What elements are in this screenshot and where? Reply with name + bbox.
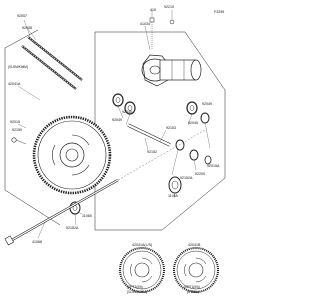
note-option-1-line2: (XLSM/KIMM) [127, 290, 148, 294]
leader-lines [17, 10, 211, 239]
rear-axle [4, 178, 119, 246]
sprocket-bolt [11, 137, 27, 145]
label-collar-left: 11065 [82, 214, 92, 218]
hub-frame [94, 31, 226, 231]
spacer-tube [127, 123, 171, 147]
note-top-left: (XLSM/KIMM) [8, 65, 29, 69]
label-left-bolt: 92015 [10, 120, 20, 124]
rear-hub [141, 54, 202, 87]
note-option-1-line1: (OPT1(IN)) [127, 285, 143, 289]
option-sprocket-aluminium [119, 247, 165, 293]
leader-frame-left [4, 29, 39, 62]
axle-centerline [117, 129, 206, 181]
rear-sprocket [32, 115, 112, 195]
seal-bearing-right [175, 101, 212, 165]
label-nut-b: 92015A [207, 164, 220, 168]
exploded-view-drawing [4, 10, 226, 293]
label-collar-b: 92152A [180, 176, 193, 180]
label-bearing-a: 92045 [122, 110, 132, 114]
label-chain-bolt: 410 [150, 8, 156, 12]
label-chain-joint: 92058 [22, 26, 32, 30]
label-collar-right: 11065 [168, 194, 178, 198]
label-left-part: 42041A [8, 82, 21, 86]
note-option-2-line2: (STEEL) [187, 290, 200, 294]
drive-chain [21, 36, 83, 90]
option-sprocket-steel [173, 247, 219, 293]
label-bearing-b: 92045 [188, 121, 198, 125]
leader-frame-left-lower [4, 62, 61, 226]
parts-diagram: F3295 92057 92058 41034 410 92210 (XLSM/… [4, 5, 226, 294]
label-drive-chain: 92057 [17, 14, 27, 18]
page-code: F3295 [214, 10, 225, 14]
label-axle: 41068 [32, 240, 42, 244]
label-collar-left-b: 92152A [66, 226, 79, 230]
label-collar: 92152 [147, 150, 157, 154]
hub-nut [169, 19, 175, 25]
note-option-2-line1: (OPT1(IN)) [184, 285, 200, 289]
label-alt-sprocket-1: 42041A(L/S) [132, 243, 153, 247]
label-spacer: 92153 [166, 126, 176, 130]
label-seal-b: 92049 [202, 102, 212, 106]
label-rear-hub: 41034 [140, 22, 150, 26]
label-hub-nut: 92210 [164, 5, 174, 9]
label-alt-sprocket-2: 42041B [188, 243, 201, 247]
hub-bolt [149, 17, 155, 50]
label-seal-a: 92049 [112, 118, 122, 122]
label-sprocket-bolt: 92150 [12, 128, 22, 132]
label-cap: 92200 [195, 172, 205, 176]
